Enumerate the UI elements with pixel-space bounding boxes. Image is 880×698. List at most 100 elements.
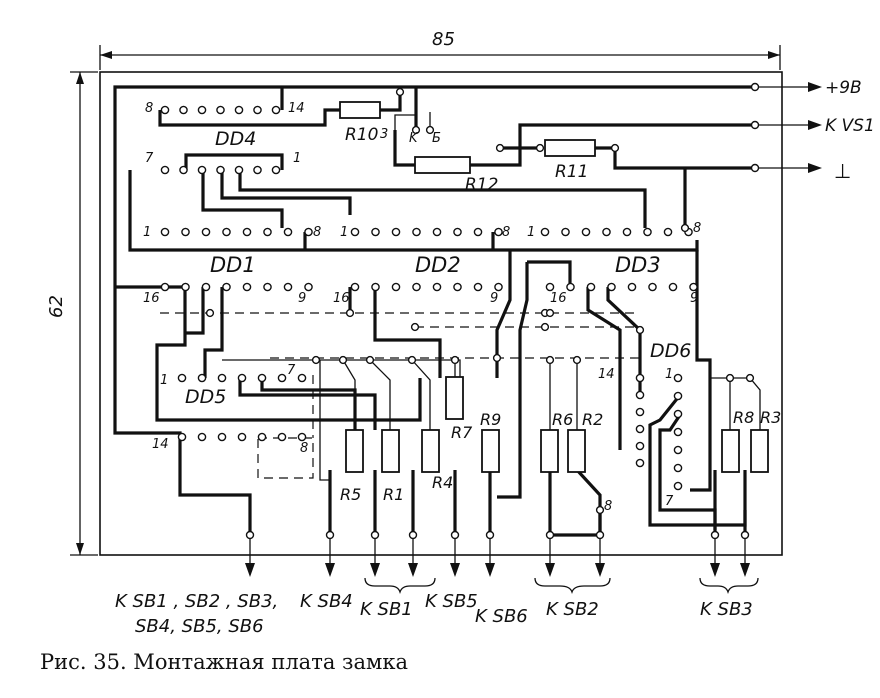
pin-pad <box>271 165 281 175</box>
resistors <box>339 101 769 473</box>
pin-pad <box>217 373 227 383</box>
bottom-terminals <box>245 530 750 577</box>
pin-label: 16 <box>550 291 567 306</box>
pin-pad <box>391 282 401 292</box>
terminal-pad <box>485 530 495 540</box>
pin-pad <box>201 227 211 237</box>
pin-pad <box>160 165 170 175</box>
resistor-label: R1 <box>383 485 404 504</box>
pin-pad <box>304 282 313 292</box>
junction-pad <box>540 322 550 332</box>
resistor-label: R5 <box>340 485 361 504</box>
pin-label: 7 <box>145 151 154 166</box>
pin-pad <box>566 282 575 292</box>
junction-pad <box>311 355 321 365</box>
junction-pad <box>411 125 421 135</box>
pin-pad <box>350 282 360 292</box>
pin-label: 9 <box>690 291 698 306</box>
junction-pad <box>492 353 502 363</box>
terminal-arrow <box>485 563 495 577</box>
pin-pad <box>689 282 698 292</box>
resistor-r9 <box>481 429 500 473</box>
pin-pad <box>635 407 645 417</box>
pin-pad <box>197 373 207 383</box>
pin-pad <box>283 282 293 292</box>
pin-pad <box>561 227 570 237</box>
pin-pad <box>297 373 307 383</box>
pin-number-labels: 8 14 7 1 1 8 1 8 1 8 16 9 16 9 16 9 1 7 … <box>143 101 701 514</box>
chip-dd4-label: DD4 <box>215 128 256 150</box>
pin-pad <box>263 282 272 292</box>
label-sb-all: K SB1 , SB2 , SB3, <box>115 591 278 612</box>
junction-pad <box>545 355 555 365</box>
label-sb5: K SB5 <box>425 591 478 612</box>
pin-label: 8 <box>300 441 308 456</box>
pin-pad <box>197 432 207 442</box>
junction-pad <box>425 125 435 135</box>
pin-pad <box>673 445 683 455</box>
pin-pad <box>602 227 611 237</box>
junction-pad <box>745 373 755 383</box>
pin-label: 8 <box>502 225 510 240</box>
pin-label: 9 <box>298 291 306 306</box>
resistor-r12 <box>414 156 471 174</box>
resistor-r1 <box>381 429 400 473</box>
pin-pad <box>283 227 293 237</box>
height-dimension-label: 62 <box>46 295 67 318</box>
resistor-label: R11 <box>555 162 588 182</box>
pin-pad <box>648 282 657 292</box>
terminal-pad <box>595 530 605 540</box>
jumper-k-label: K <box>409 131 419 146</box>
chip-dd5-label: DD5 <box>185 386 226 408</box>
terminal-pad <box>450 530 460 540</box>
pin-pad <box>350 227 360 237</box>
terminal-arrow <box>325 563 335 577</box>
pin-pad <box>277 432 287 442</box>
vs-terminal-label: K VS1 <box>825 116 875 136</box>
terminal-pad <box>740 530 750 540</box>
power-terminal-label: +9B <box>825 78 862 98</box>
ground-terminal-label: ⊥ <box>834 159 851 183</box>
pin-pad <box>432 227 442 237</box>
junction-pad <box>535 143 545 153</box>
terminal-arrow <box>408 563 418 577</box>
pin-pad <box>253 105 262 115</box>
width-dimension-label: 85 <box>432 29 455 50</box>
pin-label: 16 <box>143 291 160 306</box>
pin-pad <box>473 227 483 237</box>
pin-pad <box>222 282 231 292</box>
pin-pad <box>627 282 637 292</box>
chip-pin-rows <box>160 87 755 515</box>
traces <box>113 85 755 537</box>
pin-label: 1 <box>293 151 301 166</box>
terminal-arrow <box>710 563 720 577</box>
pin-label: 7 <box>287 363 296 378</box>
chip-dd1-label: DD1 <box>210 253 256 277</box>
pin-pad <box>177 432 187 442</box>
pin-pad <box>371 282 380 292</box>
pin-label: 8 <box>604 499 612 514</box>
resistor-r7 <box>445 376 464 420</box>
pin-label: 14 <box>288 101 305 116</box>
pin-pad <box>160 227 170 237</box>
terminal-pad <box>545 530 555 540</box>
pin-pad <box>197 105 207 115</box>
terminal-pad <box>325 530 335 540</box>
pin-pad <box>263 227 272 237</box>
pin-pad <box>216 165 225 175</box>
dimension-width: 85 <box>99 29 781 70</box>
pin-label: 14 <box>598 367 615 382</box>
pin-label: 1 <box>665 367 673 382</box>
resistor-r6 <box>540 429 559 473</box>
pin-pad <box>663 227 673 237</box>
resistor-labels: R10 R12 R11 R5 R1 R4 R7 R9 R6 R2 R8 R3 <box>340 125 781 504</box>
pin-pad <box>391 227 401 237</box>
junction-pad <box>395 87 405 97</box>
label-sb-all-2: SB4, SB5, SB6 <box>135 616 264 637</box>
pin-pad <box>635 390 645 400</box>
pin-pad <box>177 373 187 383</box>
pin-pad <box>237 432 247 442</box>
pin-pad <box>234 165 244 175</box>
pin-label: 8 <box>693 221 701 236</box>
pin-pad <box>581 227 591 237</box>
